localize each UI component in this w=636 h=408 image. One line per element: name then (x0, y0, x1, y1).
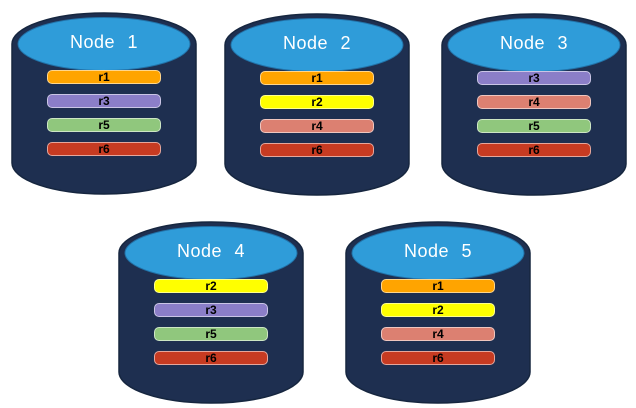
replica-bar-r1: r1 (260, 71, 374, 85)
replica-label: r2 (311, 95, 323, 109)
replica-label: r5 (98, 118, 110, 132)
replica-label: r5 (205, 327, 217, 341)
replica-label: r2 (432, 303, 444, 317)
replica-label: r1 (432, 279, 444, 293)
replica-label: r1 (98, 70, 110, 84)
node-1: Node 1 r1 r3 r5 r6 (10, 8, 198, 196)
node-3: Node 3 r3 r4 r5 r6 (440, 9, 628, 197)
replica-label: r3 (98, 94, 110, 108)
replica-bar-r6: r6 (47, 142, 161, 156)
replica-label: r1 (311, 71, 323, 85)
replica-label: r3 (528, 71, 540, 85)
replica-bar-r2: r2 (260, 95, 374, 109)
node-2: Node 2 r1 r2 r4 r6 (223, 9, 411, 197)
replica-label: r6 (205, 351, 217, 365)
node-title: Node 2 (282, 33, 352, 53)
replica-bar-r4: r4 (477, 95, 591, 109)
replica-bar-r2: r2 (154, 279, 268, 293)
replica-list: r2 r3 r5 r6 (154, 279, 268, 375)
replica-label: r2 (205, 279, 217, 293)
replica-bar-r5: r5 (47, 118, 161, 132)
node-5: Node 5 r1 r2 r4 r6 (344, 217, 532, 405)
node-title: Node 5 (403, 241, 473, 261)
replica-list: r1 r3 r5 r6 (47, 70, 161, 166)
node-title: Node 4 (176, 241, 246, 261)
replica-label: r4 (432, 327, 444, 341)
replica-label: r3 (205, 303, 217, 317)
replica-list: r1 r2 r4 r6 (381, 279, 495, 375)
replica-bar-r3: r3 (154, 303, 268, 317)
replica-bar-r1: r1 (381, 279, 495, 293)
replica-bar-r3: r3 (47, 94, 161, 108)
replica-label: r6 (432, 351, 444, 365)
replica-bar-r4: r4 (260, 119, 374, 133)
replica-list: r1 r2 r4 r6 (260, 71, 374, 167)
replica-label: r4 (528, 95, 540, 109)
replica-label: r6 (528, 143, 540, 157)
replica-bar-r6: r6 (154, 351, 268, 365)
node-title: Node 1 (69, 32, 139, 52)
replica-bar-r6: r6 (477, 143, 591, 157)
replica-bar-r2: r2 (381, 303, 495, 317)
replica-label: r4 (311, 119, 323, 133)
replica-bar-r6: r6 (381, 351, 495, 365)
replica-bar-r3: r3 (477, 71, 591, 85)
replica-label: r6 (311, 143, 323, 157)
replica-bar-r6: r6 (260, 143, 374, 157)
node-title: Node 3 (499, 33, 569, 53)
replica-bar-r4: r4 (381, 327, 495, 341)
replica-bar-r5: r5 (154, 327, 268, 341)
replica-label: r6 (98, 142, 110, 156)
replica-bar-r1: r1 (47, 70, 161, 84)
node-4: Node 4 r2 r3 r5 r6 (117, 217, 305, 405)
replica-list: r3 r4 r5 r6 (477, 71, 591, 167)
replica-label: r5 (528, 119, 540, 133)
replica-bar-r5: r5 (477, 119, 591, 133)
